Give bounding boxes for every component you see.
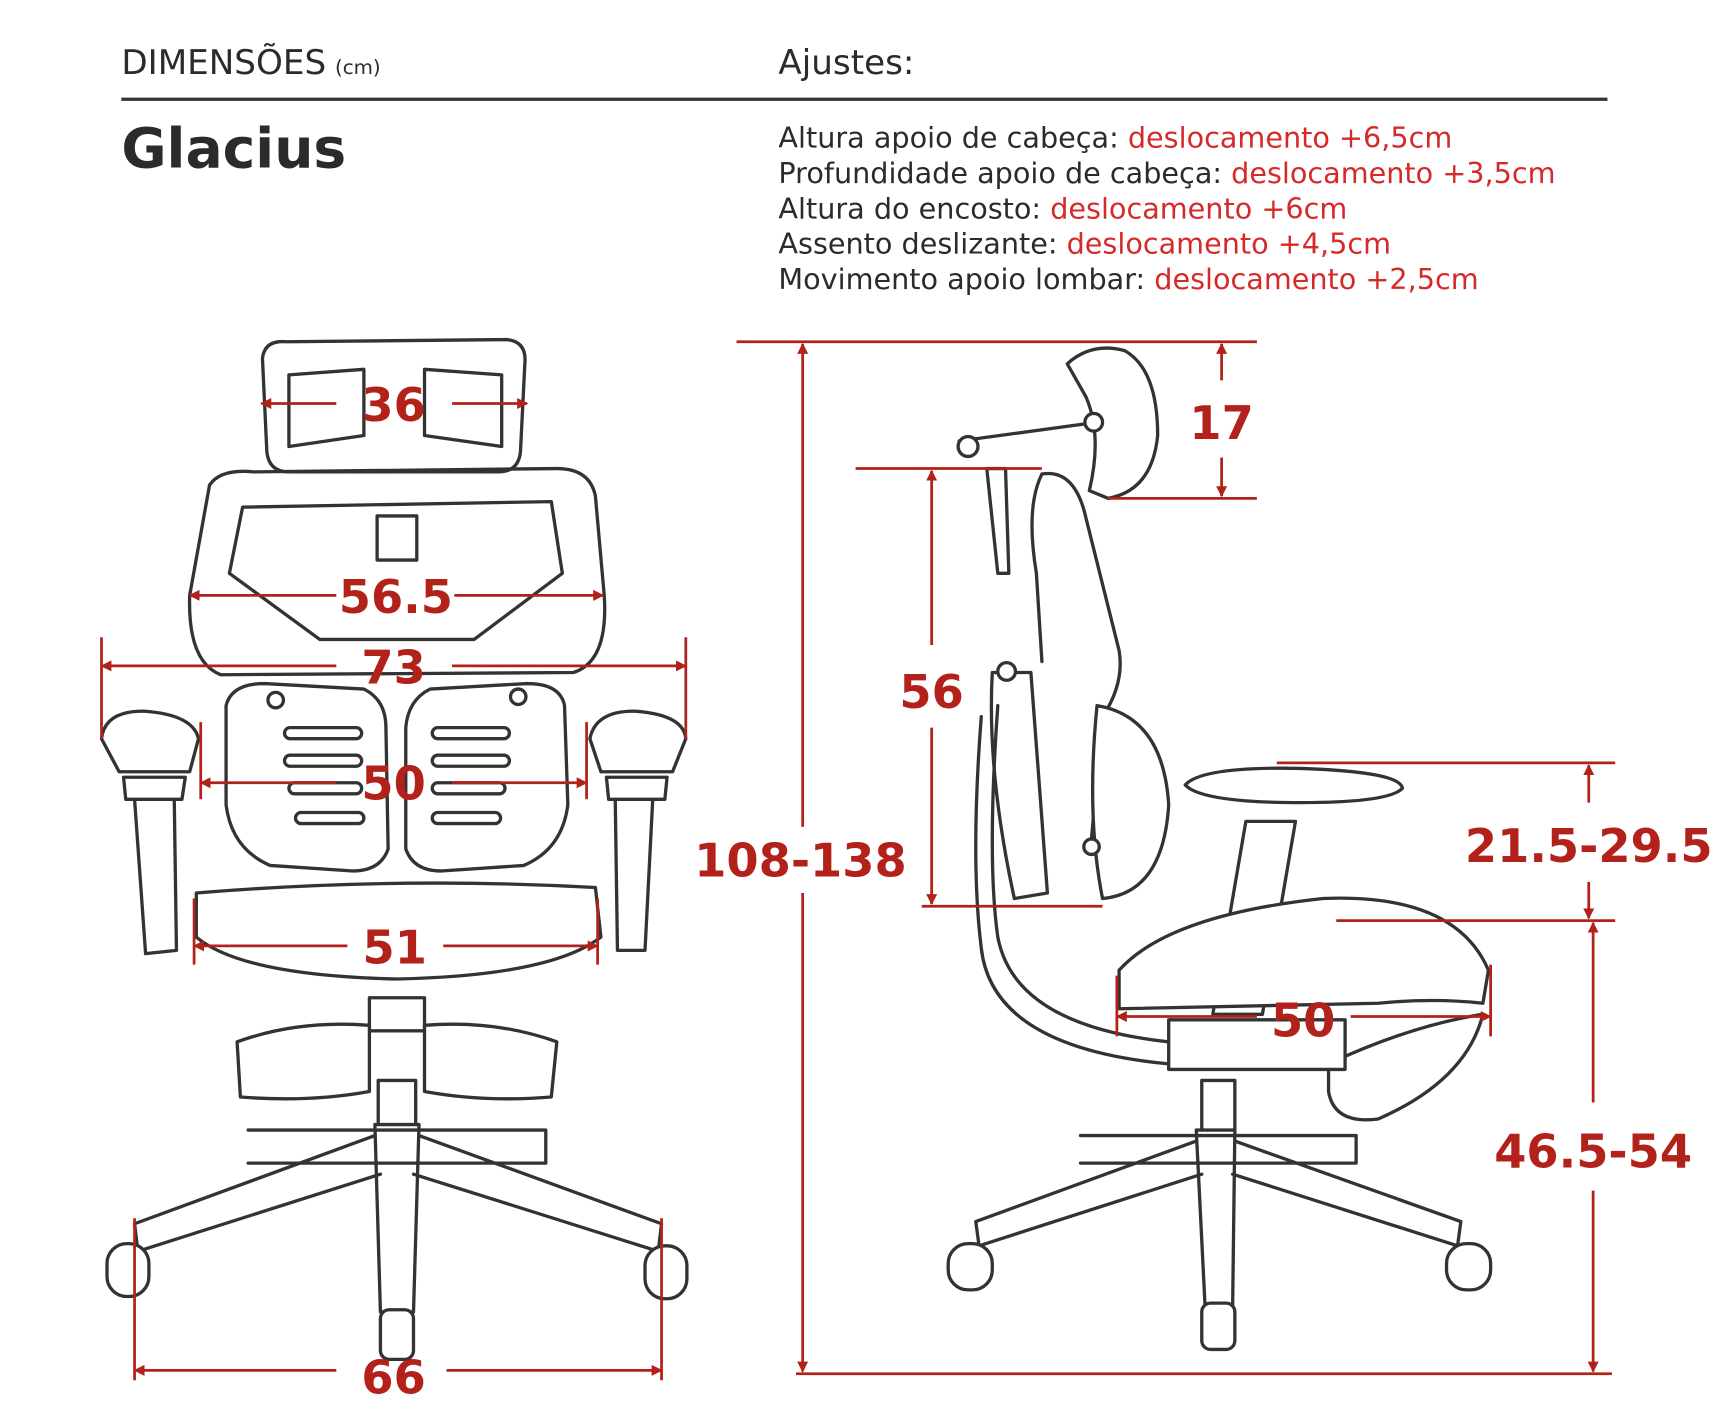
side-dimensions: 108-138 56 17 21.5-29.5 46.5-54 50 — [694, 340, 1713, 1376]
seat-height-label: 46.5-54 — [1494, 1125, 1692, 1179]
side-chair-drawing — [946, 346, 1493, 1352]
adjustment-item: Altura apoio de cabeça: deslocamento +6,… — [778, 121, 1452, 155]
adjustments-title: Ajustes: — [778, 43, 914, 83]
headrest-height-label: 17 — [1189, 396, 1253, 450]
dimensions-title: DIMENSÕES(cm) — [121, 42, 380, 83]
adjustments-list: Altura apoio de cabeça: deslocamento +6,… — [778, 121, 1555, 296]
backrest-width-label: 56.5 — [339, 570, 453, 624]
backrest-height-label: 56 — [899, 665, 963, 719]
seat-width-label: 51 — [363, 921, 427, 975]
overall-width-label: 73 — [361, 641, 425, 695]
headrest-width-label: 36 — [361, 378, 425, 432]
product-name: Glacius — [121, 117, 346, 181]
adjustment-item: Altura do encosto: deslocamento +6cm — [778, 191, 1347, 225]
seat-depth-label: 50 — [1271, 993, 1335, 1047]
adjustment-item: Movimento apoio lombar: deslocamento +2,… — [778, 262, 1478, 296]
base-width-label: 66 — [361, 1351, 425, 1405]
adjustment-item: Assento deslizante: deslocamento +4,5cm — [778, 227, 1391, 261]
total-height-label: 108-138 — [694, 833, 907, 887]
front-dimensions: 36 56.5 73 50 51 66 — [100, 378, 688, 1405]
armrest-width-label: 50 — [361, 756, 425, 810]
front-chair-drawing — [99, 337, 689, 1362]
adjustment-item: Profundidade apoio de cabeça: deslocamen… — [778, 156, 1555, 190]
armrest-height-label: 21.5-29.5 — [1465, 819, 1713, 873]
